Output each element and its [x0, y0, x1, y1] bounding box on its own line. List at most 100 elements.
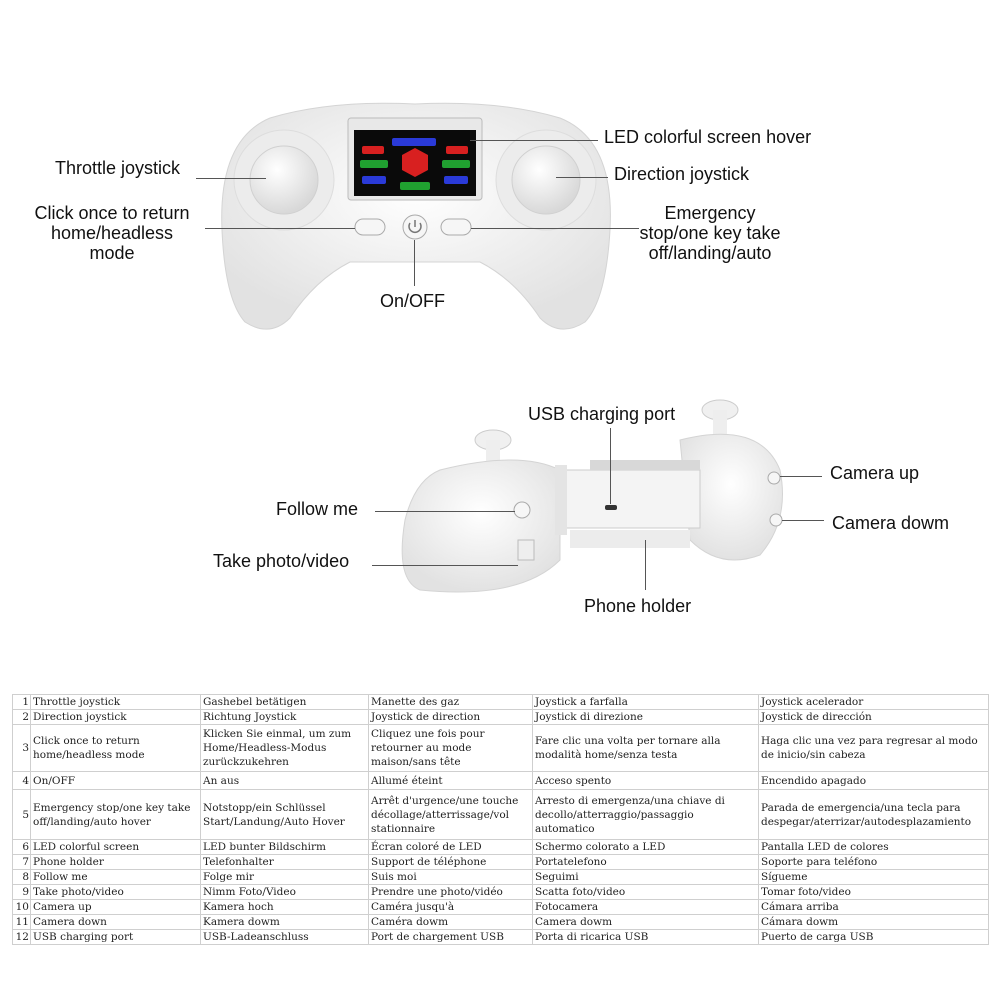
- table-cell: Klicken Sie einmal, um zum Home/Headless…: [200, 724, 369, 772]
- follow-me-button[interactable]: [513, 501, 531, 519]
- table-cell: Caméra dowm: [368, 914, 533, 930]
- callout-line: [645, 540, 646, 590]
- row-number: 4: [12, 771, 31, 790]
- row-number: 1: [12, 694, 31, 710]
- table-cell: Phone holder: [30, 854, 201, 870]
- table-cell: Notstopp/ein Schlüssel Start/Landung/Aut…: [200, 789, 369, 840]
- direction-joystick[interactable]: [511, 145, 581, 215]
- table-cell: Soporte para teléfono: [758, 854, 989, 870]
- row-number: 10: [12, 899, 31, 915]
- table-cell: USB charging port: [30, 929, 201, 945]
- label-line: Emergency: [664, 203, 756, 223]
- table-cell: Kamera dowm: [200, 914, 369, 930]
- table-cell: Allumé éteint: [368, 771, 533, 790]
- throttle-joystick[interactable]: [249, 145, 319, 215]
- label-line: Click once to return: [34, 203, 190, 223]
- controller-side-view: [401, 399, 783, 593]
- table-cell: Encendido apagado: [758, 771, 989, 790]
- callout-line: [470, 140, 598, 141]
- label-camera-down: Camera dowm: [832, 513, 950, 533]
- label-line: stop/one key take: [639, 223, 781, 243]
- row-number: 8: [12, 869, 31, 885]
- table-cell: Throttle joystick: [30, 694, 201, 710]
- table-cell: Joystick a farfalla: [532, 694, 759, 710]
- row-number: 9: [12, 884, 31, 900]
- label-on-off: On/OFF: [380, 291, 446, 311]
- table-cell: Pantalla LED de colores: [758, 839, 989, 855]
- table-cell: Cámara dowm: [758, 914, 989, 930]
- callout-line: [414, 240, 415, 286]
- camera-down-button[interactable]: [769, 513, 783, 527]
- callout-line: [556, 177, 608, 178]
- callout-line: [205, 228, 355, 229]
- table-cell: Support de téléphone: [368, 854, 533, 870]
- table-cell: Follow me: [30, 869, 201, 885]
- table-cell: Suis moi: [368, 869, 533, 885]
- table-cell: Camera up: [30, 899, 201, 915]
- table-cell: Click once to return home/headless mode: [30, 724, 201, 772]
- table-cell: Gashebel betätigen: [200, 694, 369, 710]
- return-home-button[interactable]: [354, 218, 386, 236]
- table-cell: Emergency stop/one key take off/landing/…: [30, 789, 201, 840]
- table-cell: On/OFF: [30, 771, 201, 790]
- table-cell: Schermo colorato a LED: [532, 839, 759, 855]
- callout-line: [610, 428, 611, 504]
- callout-line: [375, 511, 515, 512]
- table-cell: Camera down: [30, 914, 201, 930]
- table-cell: Kamera hoch: [200, 899, 369, 915]
- table-cell: Cámara arriba: [758, 899, 989, 915]
- camera-up-button[interactable]: [767, 471, 781, 485]
- table-cell: LED colorful screen: [30, 839, 201, 855]
- callout-line: [196, 178, 266, 179]
- table-cell: Port de chargement USB: [368, 929, 533, 945]
- power-icon: [408, 220, 422, 233]
- label-usb-port: USB charging port: [528, 404, 676, 424]
- table-cell: Cliquez une fois pour retourner au mode …: [368, 724, 533, 772]
- usb-port: [605, 505, 617, 510]
- table-cell: Tomar foto/video: [758, 884, 989, 900]
- row-number: 12: [12, 929, 31, 945]
- label-phone-holder: Phone holder: [584, 596, 692, 616]
- table-cell: Folge mir: [200, 869, 369, 885]
- callout-line: [782, 520, 824, 521]
- table-cell: Fare clic una volta per tornare alla mod…: [532, 724, 759, 772]
- row-number: 5: [12, 789, 31, 840]
- table-cell: Arresto di emergenza/una chiave di decol…: [532, 789, 759, 840]
- table-cell: Prendre une photo/vidéo: [368, 884, 533, 900]
- table-cell: Porta di ricarica USB: [532, 929, 759, 945]
- emergency-stop-button[interactable]: [440, 218, 472, 236]
- label-led-screen: LED colorful screen hover: [604, 127, 812, 147]
- callout-line: [372, 565, 518, 566]
- label-throttle-joystick: Throttle joystick: [55, 158, 181, 178]
- table-cell: Sígueme: [758, 869, 989, 885]
- label-line: mode: [89, 243, 135, 263]
- table-cell: Scatta foto/video: [532, 884, 759, 900]
- controller-illustrations: [221, 102, 783, 593]
- controller-front-view: [221, 102, 611, 330]
- label-follow-me: Follow me: [276, 499, 359, 519]
- table-cell: Joystick acelerador: [758, 694, 989, 710]
- table-cell: Joystick de direction: [368, 709, 533, 725]
- table-cell: Joystick de dirección: [758, 709, 989, 725]
- row-number: 3: [12, 724, 31, 772]
- table-cell: Camera dowm: [532, 914, 759, 930]
- label-direction-joystick: Direction joystick: [614, 164, 750, 184]
- photo-video-button[interactable]: [517, 539, 535, 561]
- table-cell: Acceso spento: [532, 771, 759, 790]
- table-cell: Joystick di direzione: [532, 709, 759, 725]
- callout-line: [780, 476, 822, 477]
- table-cell: Manette des gaz: [368, 694, 533, 710]
- table-cell: Fotocamera: [532, 899, 759, 915]
